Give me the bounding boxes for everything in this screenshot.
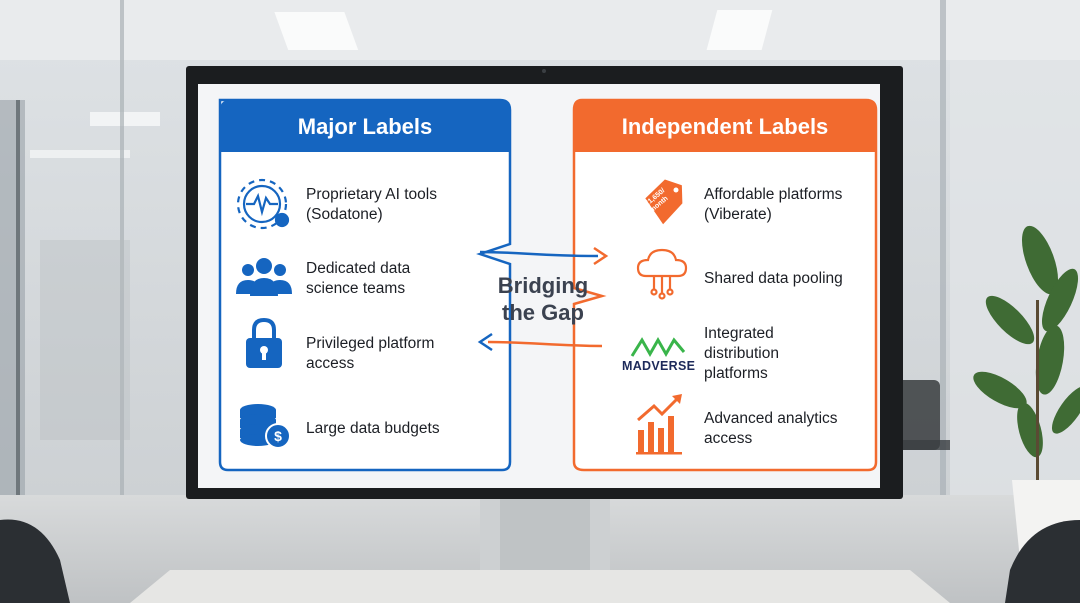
bridging-the-gap-text: Bridging the Gap xyxy=(473,272,613,326)
item-line: Affordable platforms xyxy=(704,186,843,203)
list-item: Integrated distribution platforms xyxy=(704,324,779,384)
slide-graphics: $ xyxy=(218,98,878,472)
item-line: Integrated xyxy=(704,325,774,342)
team-people-icon xyxy=(236,258,292,296)
webcam xyxy=(542,69,546,73)
center-line: Bridging xyxy=(497,273,589,298)
svg-text:$: $ xyxy=(274,428,282,444)
list-item: Shared data pooling xyxy=(704,269,843,289)
item-line: (Viberate) xyxy=(704,206,772,223)
item-line: Proprietary AI tools xyxy=(306,186,437,203)
chair xyxy=(0,519,70,603)
madverse-brand-text: MADVERSE xyxy=(622,359,696,373)
item-line: Large data budgets xyxy=(306,420,440,437)
ceiling-light xyxy=(706,10,773,50)
item-line: platforms xyxy=(704,365,768,382)
presentation-slide: $ Major Labels Independent Labels xyxy=(198,84,880,488)
price-tag-icon xyxy=(645,179,683,225)
center-line: the Gap xyxy=(502,300,584,325)
plant xyxy=(973,225,1080,458)
item-line: science teams xyxy=(306,280,406,297)
arrow-to-independent xyxy=(479,250,599,258)
list-item: Affordable platforms (Viberate) xyxy=(704,185,842,225)
arrow-head-left xyxy=(477,332,493,352)
growth-chart-icon xyxy=(636,394,682,455)
chair xyxy=(1005,520,1080,603)
list-item: Privileged platform access xyxy=(306,334,434,374)
independent-labels-header xyxy=(574,100,876,152)
list-item: Large data budgets xyxy=(306,419,440,439)
ai-gear-waveform-icon xyxy=(236,178,290,230)
cloud-network-icon xyxy=(636,248,688,300)
ceiling-light xyxy=(274,12,359,50)
conference-table xyxy=(130,570,950,603)
list-item: Proprietary AI tools (Sodatone) xyxy=(306,185,437,225)
item-line: Dedicated data xyxy=(306,260,411,277)
padlock-icon xyxy=(246,317,282,368)
list-item: Advanced analytics access xyxy=(704,409,838,449)
item-line: distribution xyxy=(704,345,779,362)
item-line: Privileged platform xyxy=(306,335,435,352)
coin-stack-dollar-icon: $ xyxy=(240,404,291,449)
arrow-to-major xyxy=(487,340,603,348)
madverse-logo-icon xyxy=(630,336,686,358)
item-line: Shared data pooling xyxy=(704,270,843,287)
ceiling-light xyxy=(90,112,160,126)
arrow-head-right xyxy=(593,246,609,266)
independent-labels-title: Independent Labels xyxy=(621,114,829,139)
item-line: access xyxy=(704,430,753,447)
item-line: Advanced analytics xyxy=(704,410,838,427)
list-item: Dedicated data science teams xyxy=(306,259,410,299)
major-labels-title: Major Labels xyxy=(297,114,433,139)
item-line: (Sodatone) xyxy=(306,206,383,223)
item-line: access xyxy=(306,355,355,372)
major-labels-header xyxy=(220,100,510,152)
ceiling-light xyxy=(30,150,130,158)
